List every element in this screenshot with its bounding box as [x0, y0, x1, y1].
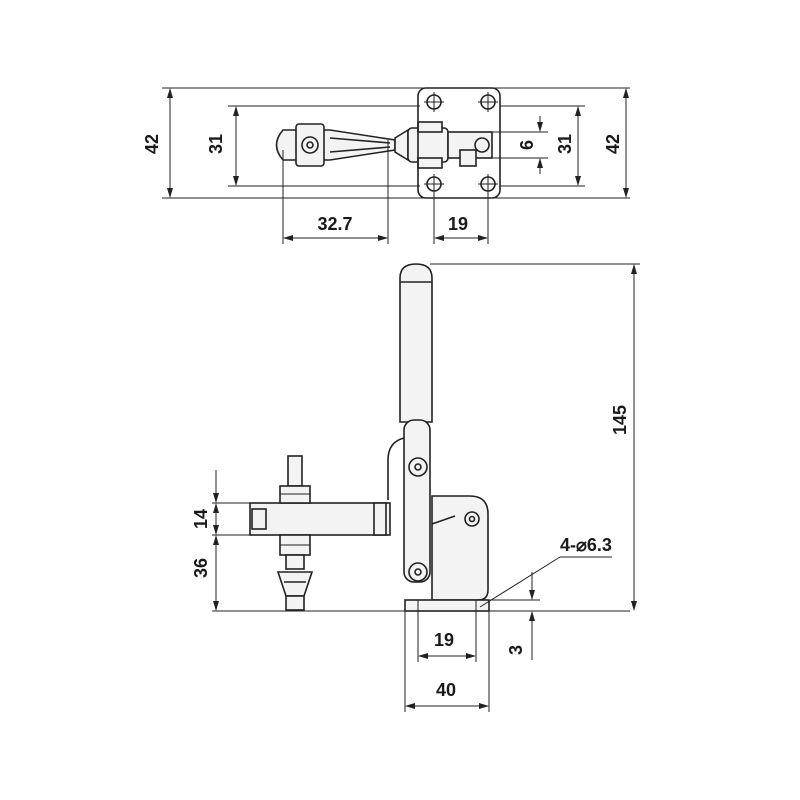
side-view: 14 36 145 4-⌀6.3 3 19 40: [191, 263, 640, 712]
dim-3-label: 3: [506, 645, 526, 655]
clamp-arm: [249, 502, 391, 536]
dim-6-label: 6: [517, 140, 537, 150]
pivot-upper-icon: [408, 457, 428, 477]
dim-19-top-label: 19: [448, 214, 468, 234]
pivot-lower-icon: [408, 562, 428, 582]
dim-14-label: 14: [191, 509, 211, 529]
spindle: [276, 455, 314, 611]
top-view-base-plate: [417, 87, 501, 199]
clamp-body: [431, 495, 489, 601]
top-view: 42 31: [142, 87, 630, 244]
dim-36-label: 36: [191, 558, 211, 578]
top-view-bar: [275, 121, 493, 169]
dim-holes-label: 4-⌀6.3: [560, 535, 612, 555]
handle-lever: [403, 419, 431, 583]
dim-right-42-label: 42: [603, 134, 623, 154]
dim-left-31-label: 31: [206, 134, 226, 154]
dim-40-label: 40: [436, 680, 456, 700]
dim-left-42-label: 42: [142, 134, 162, 154]
dim-32-7-label: 32.7: [317, 214, 352, 234]
handle-grip: [399, 263, 433, 423]
dim-145-label: 145: [610, 405, 630, 435]
dim-19-base-label: 19: [434, 630, 454, 650]
dim-right-31-label: 31: [555, 134, 575, 154]
